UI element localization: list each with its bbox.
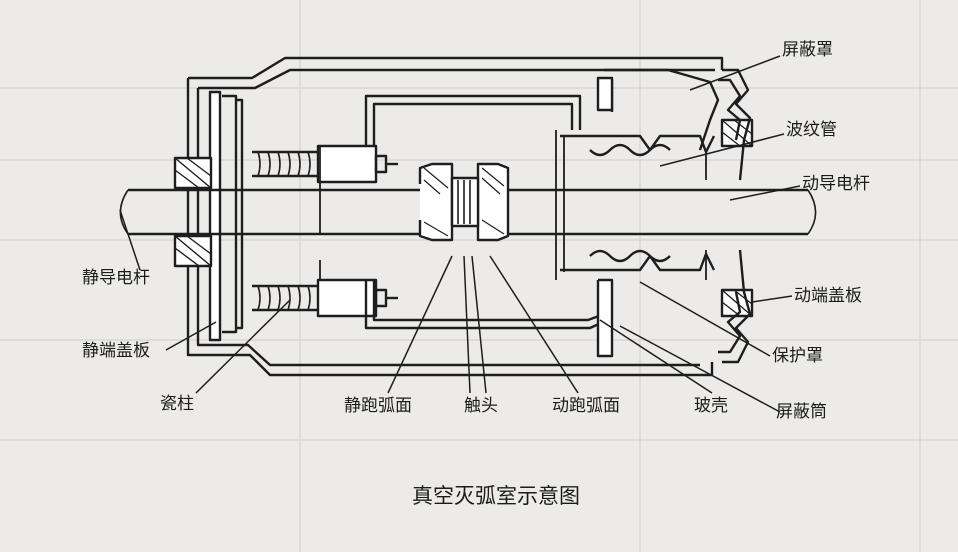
label-moving-arc-face: 动跑弧面 [552, 396, 620, 416]
label-static-arc-face: 静跑弧面 [344, 396, 412, 416]
leader-lines [119, 55, 801, 413]
label-shield-cover: 屏蔽罩 [782, 40, 833, 60]
label-moving-end-plate: 动端盖板 [794, 286, 862, 306]
label-contact: 触头 [464, 396, 498, 416]
label-porcelain-post: 瓷柱 [160, 394, 194, 414]
label-bellows: 波纹管 [786, 120, 837, 140]
static-rod [128, 188, 434, 236]
shield-tube [364, 94, 613, 330]
porcelain-post-lower [252, 278, 398, 318]
label-shield-tube: 屏蔽筒 [776, 402, 827, 422]
static-end-plate [208, 90, 222, 342]
label-static-end-plate: 静端盖板 [82, 341, 150, 361]
protective-cover [718, 68, 752, 364]
bellows [560, 134, 716, 272]
glass-shell-outline [186, 56, 724, 377]
diagram-caption: 真空灭弧室示意图 [412, 484, 580, 508]
label-protective-cover: 保护罩 [772, 346, 823, 366]
porcelain-post-upper [252, 144, 398, 184]
label-moving-rod: 动导电杆 [802, 174, 870, 194]
label-glass-shell: 玻壳 [694, 396, 728, 416]
moving-rod [496, 188, 808, 236]
contact-assembly [418, 162, 510, 242]
label-static-rod: 静导电杆 [82, 268, 150, 288]
